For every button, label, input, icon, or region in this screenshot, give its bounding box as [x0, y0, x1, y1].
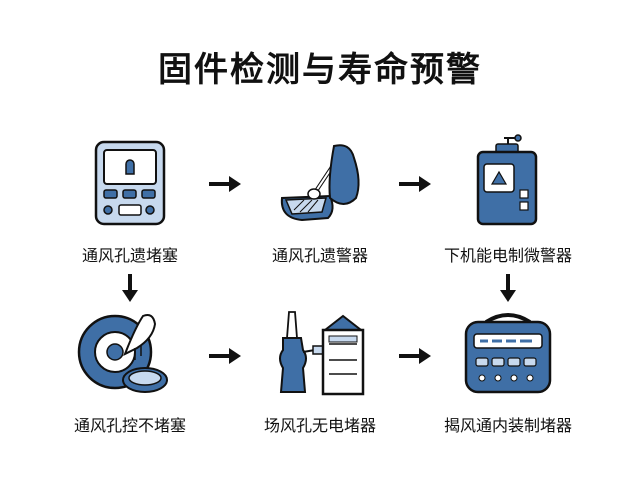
control-panel-icon	[94, 140, 166, 226]
arrow-down-icon	[500, 274, 516, 302]
device-unit-icon	[476, 134, 538, 226]
arrow-right-icon	[399, 176, 431, 192]
vacuum-cabinet-icon	[279, 311, 365, 396]
step-3-label: 下机能电制微警器	[443, 246, 572, 265]
step-6-label: 揭风通内装制堵器	[443, 416, 572, 435]
step-2-label: 通风孔遗警器	[271, 246, 368, 265]
page-title: 固件检测与寿命预警	[158, 50, 482, 90]
arrow-down-icon	[122, 274, 138, 302]
step-1: 通风孔遗堵塞	[45, 138, 215, 278]
step-4: 通风孔控不堵塞	[45, 308, 215, 448]
step-3: 下机能电制微警器	[423, 134, 593, 274]
step-1-label: 通风孔遗堵塞	[81, 246, 178, 265]
fan-cleaning-icon	[77, 314, 168, 393]
radio-device-icon	[464, 313, 552, 394]
cleaning-brush-icon	[280, 144, 360, 222]
step-2: 通风孔遗警器	[235, 138, 405, 278]
step-6: 揭风通内装制堵器	[423, 308, 593, 448]
step-5-label: 场风孔无电堵器	[263, 416, 376, 435]
arrow-right-icon	[209, 348, 241, 364]
step-5: 场风孔无电堵器	[235, 308, 405, 448]
arrow-right-icon	[209, 176, 241, 192]
arrow-right-icon	[399, 348, 431, 364]
step-4-label: 通风孔控不堵塞	[73, 416, 186, 435]
